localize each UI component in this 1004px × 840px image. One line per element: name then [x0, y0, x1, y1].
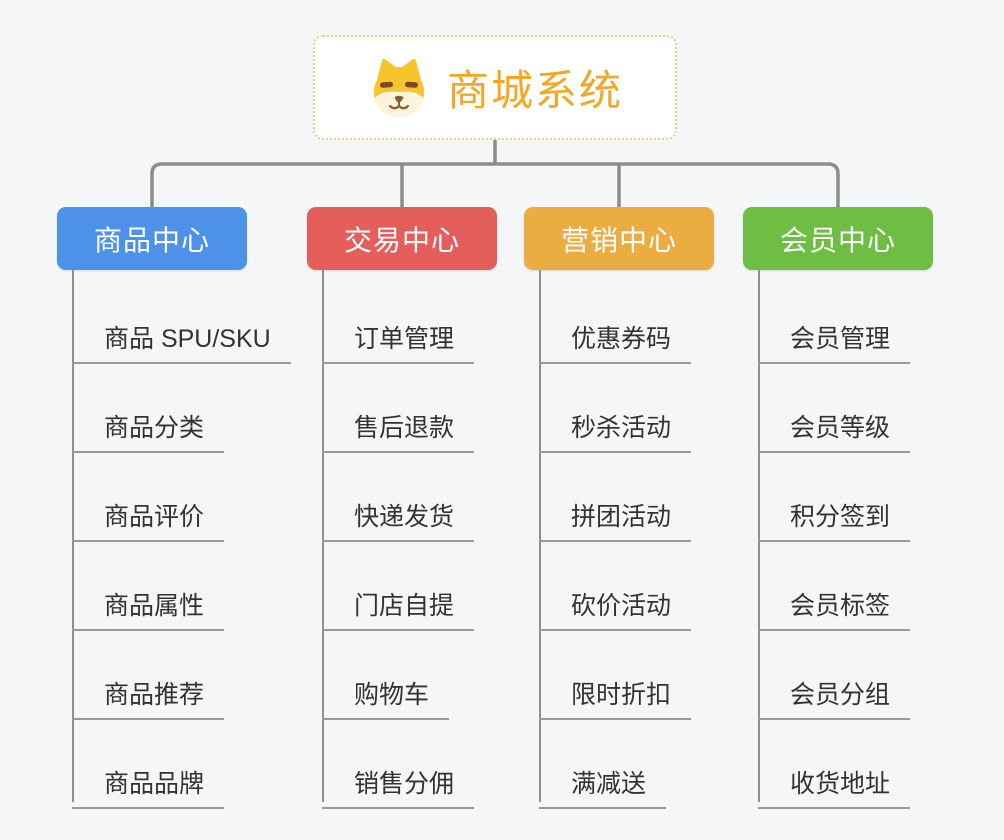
branch-node-member-center[interactable]: 会员中心 [743, 207, 933, 270]
leaf-node-member-tag[interactable]: 会员标签 [758, 578, 911, 631]
leaf-node-group-buy[interactable]: 拼团活动 [539, 489, 692, 542]
branch-node-marketing-center[interactable]: 营销中心 [524, 207, 714, 270]
leaf-node-member-level[interactable]: 会员等级 [758, 400, 911, 453]
leaf-node-store-pickup[interactable]: 门店自提 [322, 578, 475, 631]
leaf-node-full-reduction[interactable]: 满减送 [539, 756, 667, 809]
leaf-node-product-recommend[interactable]: 商品推荐 [72, 667, 225, 720]
dog-face-icon [367, 56, 431, 120]
leaf-node-product-attribute[interactable]: 商品属性 [72, 578, 225, 631]
leaf-node-shipping-address[interactable]: 收货地址 [758, 756, 911, 809]
branch-trunk-line [539, 270, 541, 802]
leaf-node-flash-sale[interactable]: 秒杀活动 [539, 400, 692, 453]
branch-node-product-center[interactable]: 商品中心 [57, 207, 247, 270]
leaf-node-product-review[interactable]: 商品评价 [72, 489, 225, 542]
leaf-node-bargain-activity[interactable]: 砍价活动 [539, 578, 692, 631]
root-node-mall-system[interactable]: 商城系统 [313, 35, 677, 140]
leaf-node-points-checkin[interactable]: 积分签到 [758, 489, 911, 542]
leaf-node-limited-time-discount[interactable]: 限时折扣 [539, 667, 692, 720]
branch-node-trade-center[interactable]: 交易中心 [307, 207, 497, 270]
leaf-node-member-group[interactable]: 会员分组 [758, 667, 911, 720]
leaf-node-order-management[interactable]: 订单管理 [322, 311, 475, 364]
leaf-node-shopping-cart[interactable]: 购物车 [322, 667, 450, 720]
root-node-label: 商城系统 [446, 67, 623, 114]
leaf-node-product-spu-sku[interactable]: 商品 SPU/SKU [72, 311, 291, 364]
branch-trunk-line [72, 270, 74, 802]
leaf-node-express-delivery[interactable]: 快递发货 [322, 489, 475, 542]
branch-trunk-line [758, 270, 760, 802]
leaf-node-product-brand[interactable]: 商品品牌 [72, 756, 225, 809]
leaf-node-member-management[interactable]: 会员管理 [758, 311, 911, 364]
leaf-node-product-category[interactable]: 商品分类 [72, 400, 225, 453]
branch-trunk-line [322, 270, 324, 802]
leaf-node-sales-commission[interactable]: 销售分佣 [322, 756, 475, 809]
leaf-node-aftersale-refund[interactable]: 售后退款 [322, 400, 475, 453]
leaf-node-coupon-code[interactable]: 优惠券码 [539, 311, 692, 364]
branch-rail-line [150, 162, 840, 207]
